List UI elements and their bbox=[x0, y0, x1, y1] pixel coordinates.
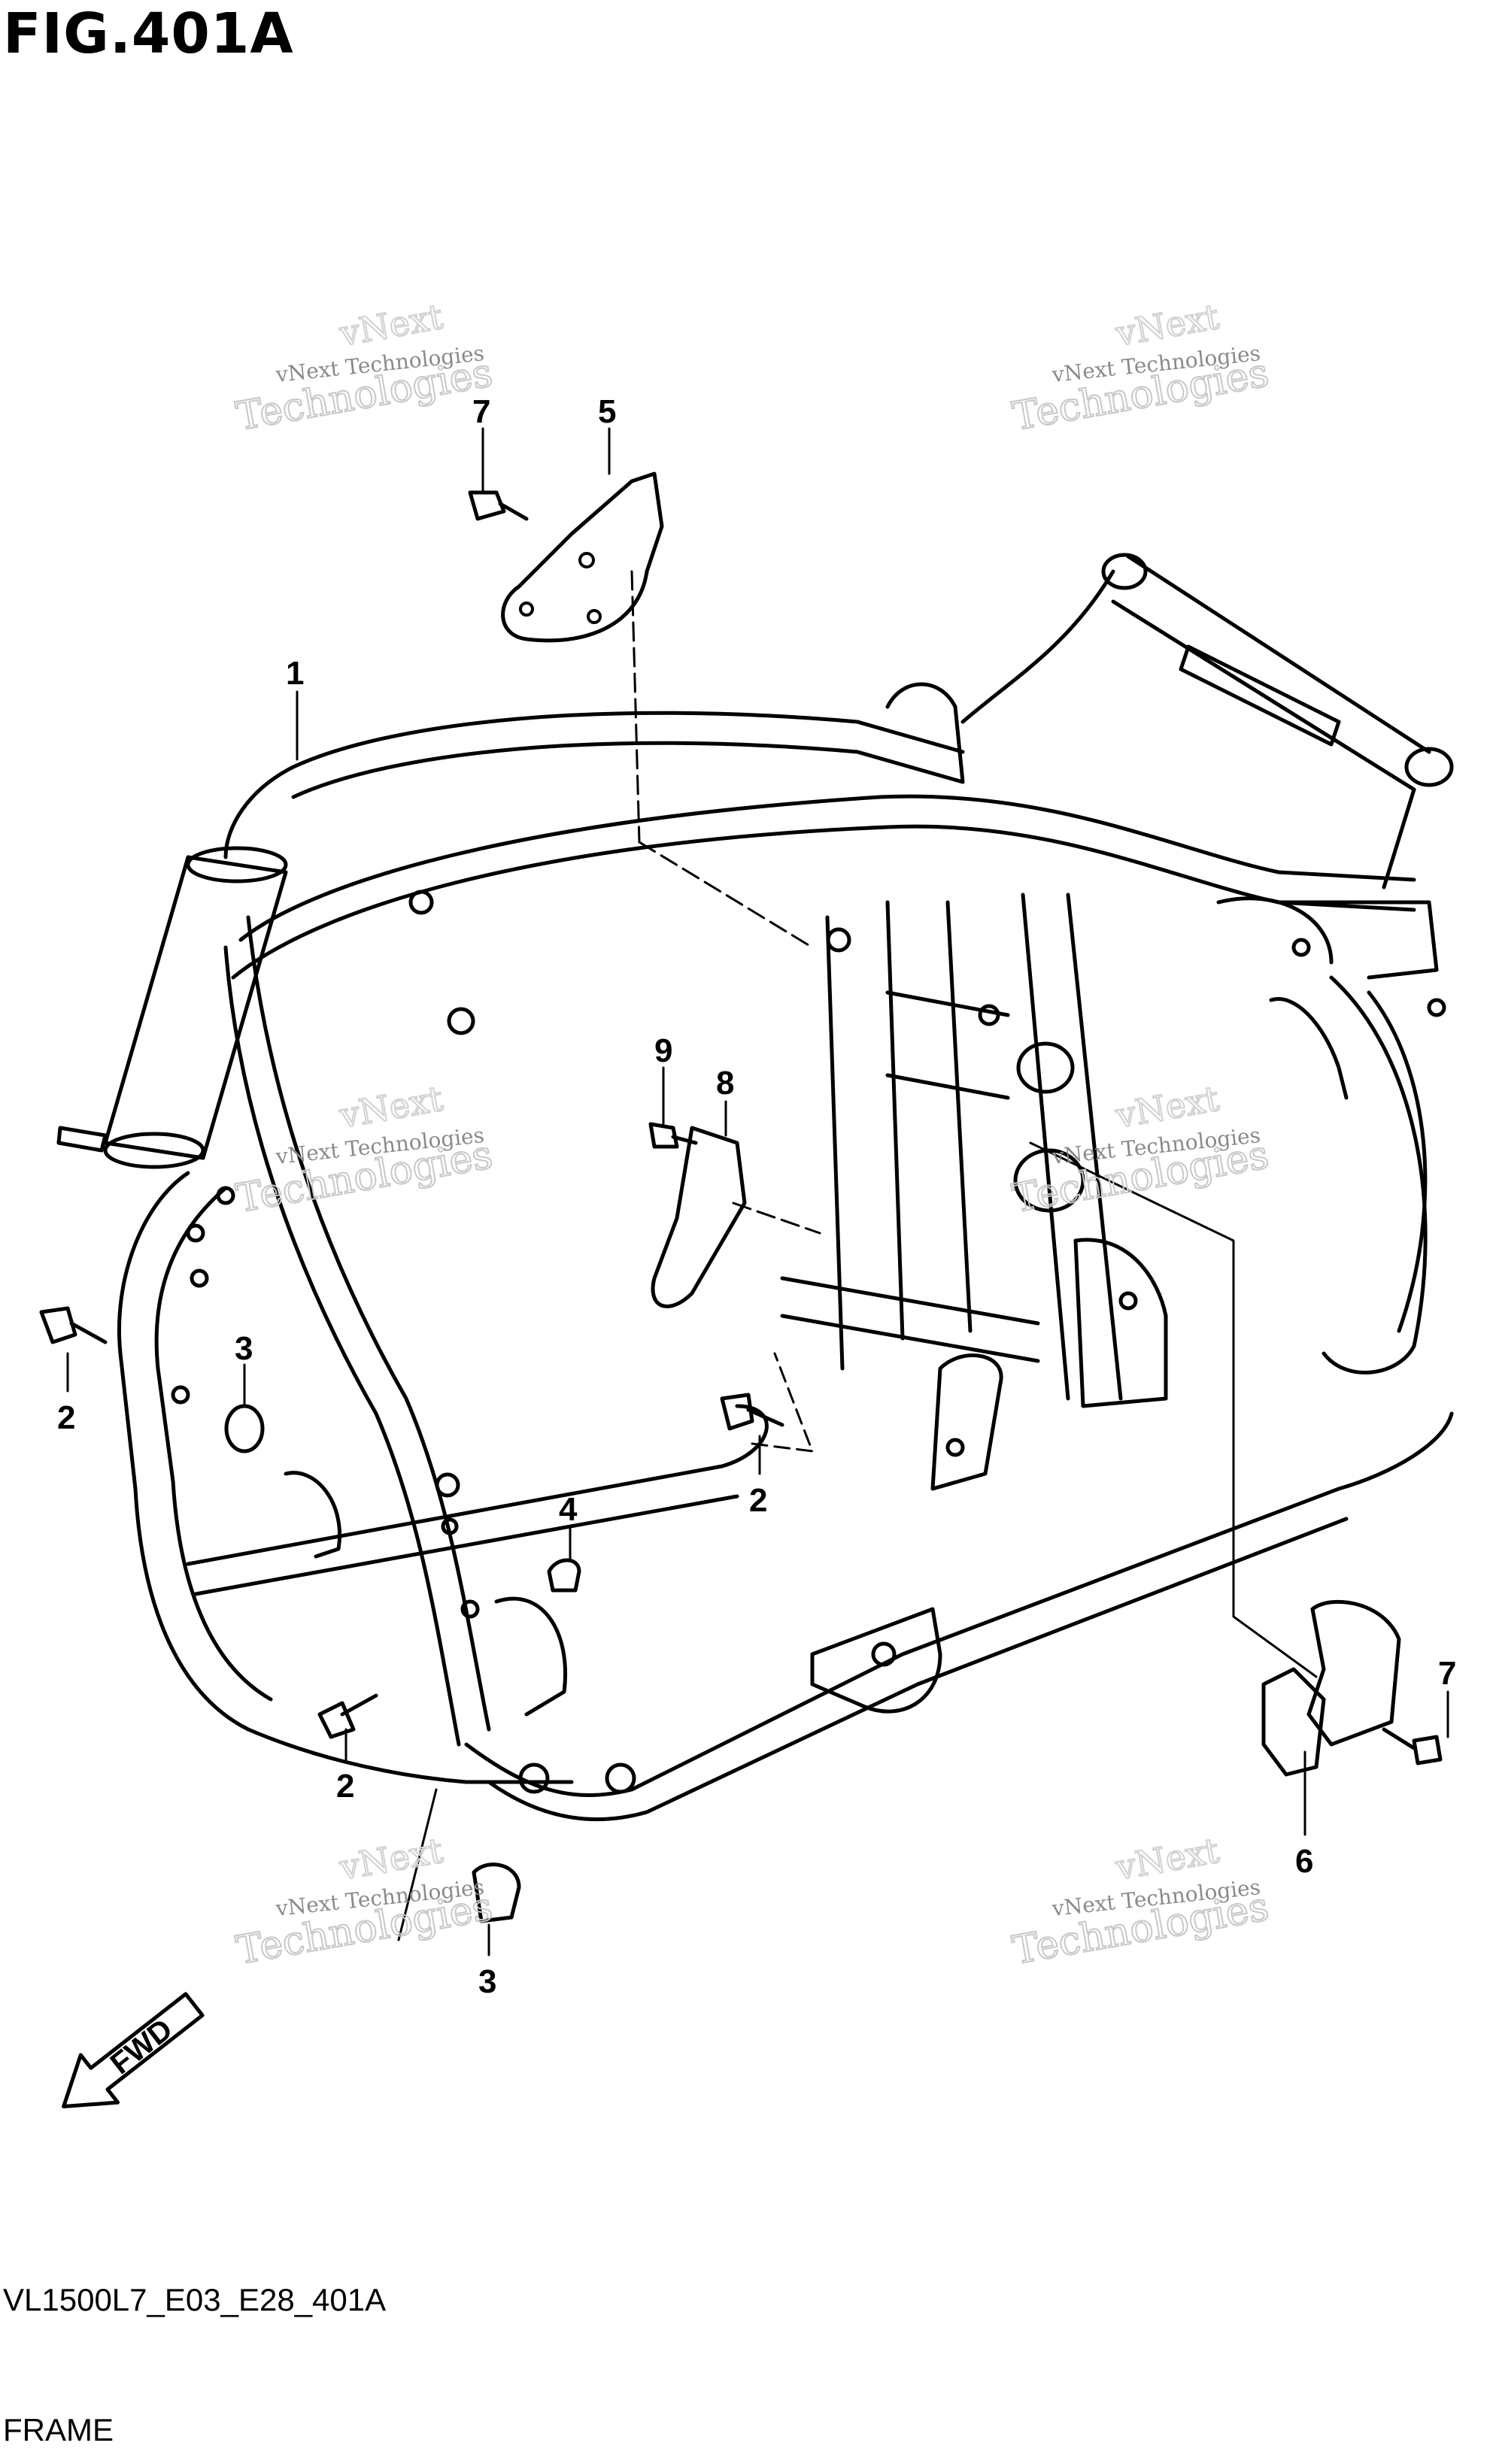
watermark-top-left: vNext Technologies vNext Technologies bbox=[232, 295, 496, 441]
frame-part[interactable] bbox=[56, 553, 1454, 1822]
callout-7-upper: 7 bbox=[472, 393, 490, 430]
fwd-label: FWD bbox=[105, 2013, 179, 2081]
callout-6: 6 bbox=[1295, 1843, 1313, 1880]
callout-4: 4 bbox=[559, 1491, 578, 1528]
callout-3-left: 3 bbox=[235, 1330, 253, 1367]
callout-2-lower: 2 bbox=[336, 1768, 354, 1805]
bolt-right[interactable] bbox=[1382, 1727, 1443, 1765]
svg-text:vNext: vNext bbox=[1112, 1830, 1223, 1888]
screw-part[interactable] bbox=[648, 1122, 698, 1149]
bolt-lower[interactable] bbox=[317, 1693, 378, 1739]
callout-8: 8 bbox=[716, 1065, 734, 1102]
watermark-bottom-left: vNext Technologies vNext Technologies bbox=[232, 1829, 496, 1975]
watermark-top-right: vNext Technologies vNext Technologies bbox=[1009, 295, 1273, 441]
bolt-front-left[interactable] bbox=[39, 1306, 108, 1344]
bolt-center[interactable] bbox=[720, 1393, 784, 1431]
callout-2-center: 2 bbox=[749, 1482, 767, 1519]
watermark-middle-left: vNext Technologies vNext Technologies bbox=[232, 1077, 496, 1223]
callout-5: 5 bbox=[598, 393, 616, 430]
nut-bottom[interactable] bbox=[472, 1862, 521, 1923]
callout-3-bottom: 3 bbox=[478, 1963, 496, 2000]
svg-text:vNext: vNext bbox=[336, 1830, 447, 1888]
bracket-upper[interactable] bbox=[501, 471, 664, 643]
callout-1: 1 bbox=[286, 655, 304, 692]
plate-part[interactable] bbox=[651, 1126, 747, 1308]
callout-9: 9 bbox=[654, 1032, 672, 1069]
bolt-upper[interactable] bbox=[468, 490, 529, 521]
bracket-lower-right[interactable] bbox=[1306, 1599, 1401, 1747]
figure-code: VL1500L7_E03_E28_401A bbox=[3, 2282, 387, 2317]
figure-title: FIG.401A bbox=[3, 2, 294, 66]
callout-2-left: 2 bbox=[57, 1399, 75, 1436]
watermark-bottom-right: vNext Technologies vNext Technologies bbox=[1009, 1829, 1273, 1975]
nut-left[interactable] bbox=[224, 1404, 265, 1453]
svg-text:vNext: vNext bbox=[1112, 1078, 1223, 1136]
fwd-arrow-icon: FWD bbox=[62, 1992, 205, 2109]
svg-text:vNext: vNext bbox=[336, 1078, 447, 1136]
figure-name: FRAME bbox=[3, 2412, 114, 2447]
svg-text:vNext: vNext bbox=[1112, 296, 1223, 354]
cap-part[interactable] bbox=[547, 1558, 581, 1593]
callout-7-right: 7 bbox=[1438, 1655, 1456, 1692]
svg-text:vNext: vNext bbox=[336, 296, 447, 354]
